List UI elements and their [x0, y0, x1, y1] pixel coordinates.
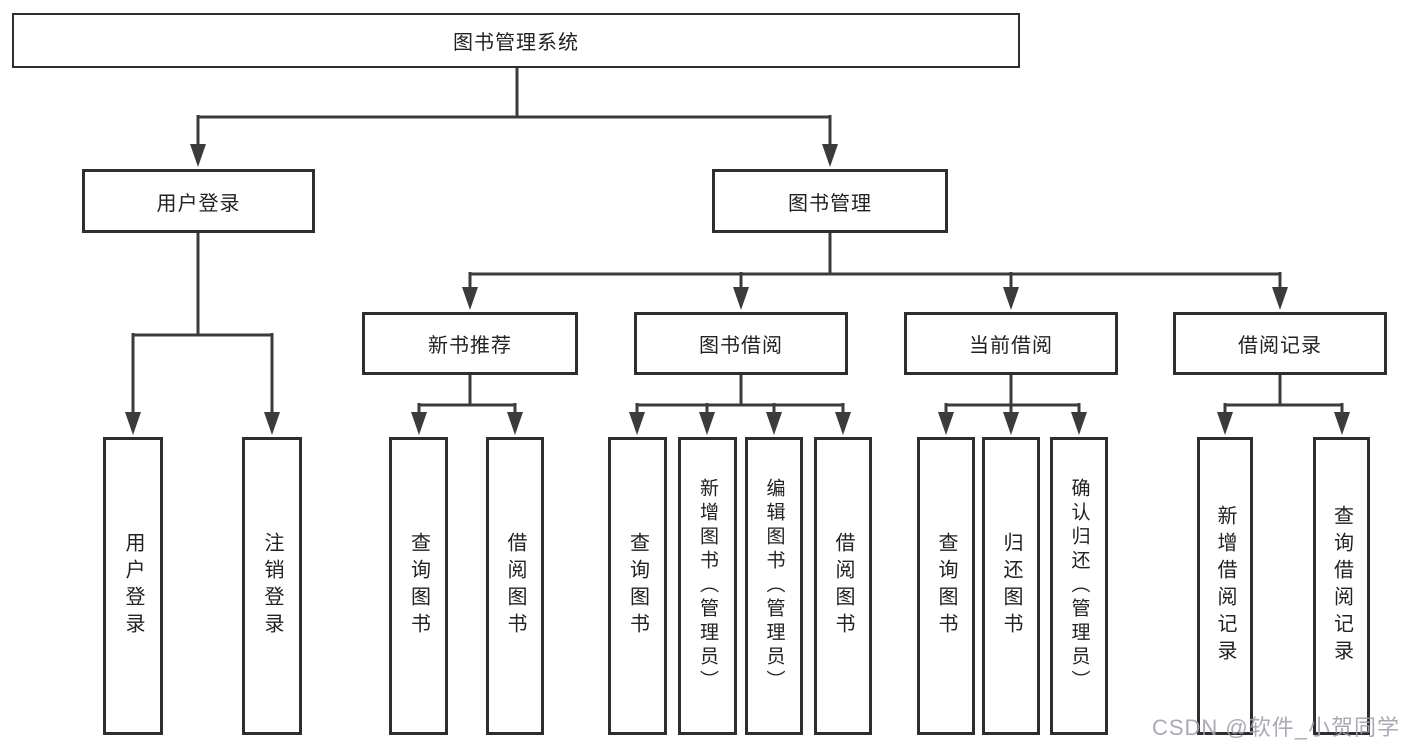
leaf-borrowing-edit-books-admin-label: 编辑图书（管理员） [763, 478, 785, 694]
node-root-label: 图书管理系统 [453, 32, 579, 54]
arrowheads [125, 144, 1350, 435]
leaf-borrowing-edit-books-admin: 编辑图书（管理员） [745, 437, 803, 735]
leaf-borrowing-query-books-label: 查询图书 [626, 532, 649, 640]
leaf-records-add-record: 新增借阅记录 [1197, 437, 1253, 735]
node-current-borrowing: 当前借阅 [904, 312, 1118, 375]
leaf-recommend-borrow-books: 借阅图书 [486, 437, 544, 735]
node-book-management-label: 图书管理 [788, 192, 872, 215]
node-book-management: 图书管理 [712, 169, 948, 233]
leaf-current-confirm-return-admin-label: 确认归还（管理员） [1068, 478, 1090, 694]
node-borrowing-records-label: 借阅记录 [1238, 335, 1322, 357]
node-borrowing-records: 借阅记录 [1173, 312, 1387, 375]
leaf-current-return-books: 归还图书 [982, 437, 1040, 735]
leaf-current-confirm-return-admin: 确认归还（管理员） [1050, 437, 1108, 735]
node-current-borrowing-label: 当前借阅 [969, 335, 1053, 357]
leaf-current-query-books: 查询图书 [917, 437, 975, 735]
node-user-login: 用户登录 [82, 169, 315, 233]
leaf-borrowing-borrow-books-label: 借阅图书 [832, 532, 854, 640]
watermark: CSDN @软件_小贺同学 [1151, 715, 1400, 740]
node-book-borrowing: 图书借阅 [634, 312, 848, 375]
leaf-logout: 注销登录 [242, 437, 302, 735]
leaf-logout-label: 注销登录 [261, 532, 283, 640]
node-user-login-label: 用户登录 [156, 192, 241, 215]
leaf-recommend-query-books: 查询图书 [389, 437, 448, 735]
leaf-borrowing-add-books-admin: 新增图书（管理员） [678, 437, 737, 735]
leaf-user-login-label: 用户登录 [122, 532, 144, 640]
node-book-borrowing-label: 图书借阅 [699, 335, 783, 357]
node-new-book-recommend-label: 新书推荐 [428, 335, 512, 357]
node-new-book-recommend: 新书推荐 [362, 312, 578, 375]
leaf-borrowing-add-books-admin-label: 新增图书（管理员） [697, 478, 718, 694]
leaf-records-query-record-label: 查询借阅记录 [1330, 505, 1353, 667]
leaf-current-query-books-label: 查询图书 [935, 532, 957, 640]
leaf-current-return-books-label: 归还图书 [1000, 532, 1022, 640]
leaf-user-login: 用户登录 [103, 437, 163, 735]
leaf-recommend-borrow-books-label: 借阅图书 [504, 532, 526, 640]
leaf-borrowing-query-books: 查询图书 [608, 437, 667, 735]
node-root: 图书管理系统 [12, 13, 1020, 68]
leaf-records-add-record-label: 新增借阅记录 [1214, 505, 1236, 667]
leaf-borrowing-borrow-books: 借阅图书 [814, 437, 872, 735]
leaf-records-query-record: 查询借阅记录 [1313, 437, 1370, 735]
leaf-recommend-query-books-label: 查询图书 [407, 532, 430, 640]
